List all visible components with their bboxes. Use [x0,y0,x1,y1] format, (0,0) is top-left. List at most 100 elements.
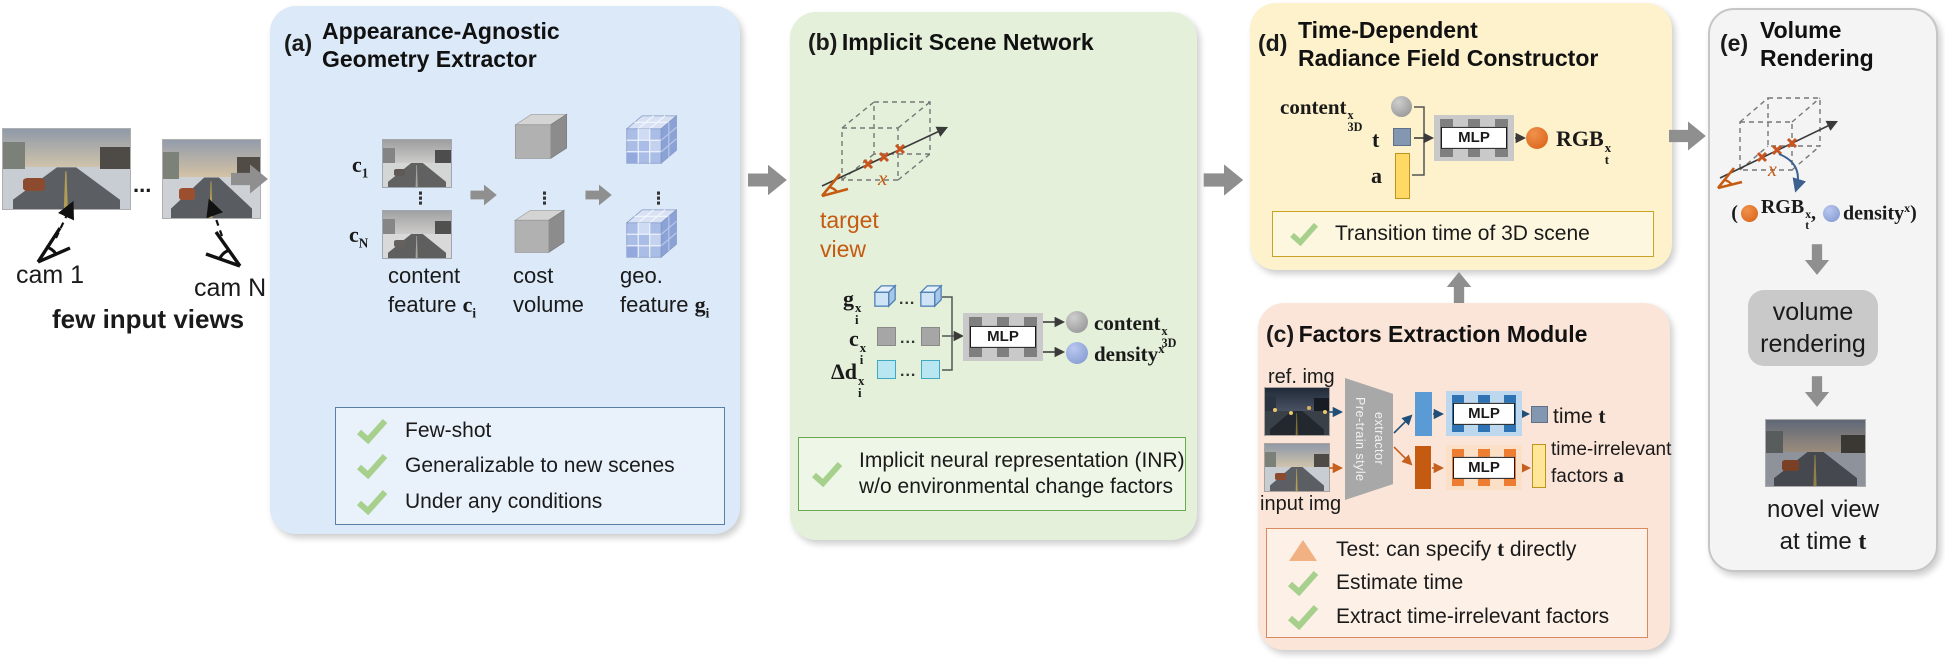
panel-e-tag: (e) [1720,30,1749,56]
ref-image [1265,388,1329,435]
density-label: densityx [1094,342,1165,366]
arrow-b-to-d-icon [1203,162,1245,198]
input-view-image-N [163,140,260,218]
g-cube-icon [873,284,897,308]
ref-img-label: ref. img [1268,366,1335,388]
input-image [1265,444,1329,491]
density-label: densityx [1843,201,1911,225]
x-point-label: x [1767,159,1777,181]
t-input-label: t [1372,127,1380,152]
checklist-item: Implicit neural representation (INR)w/o … [859,448,1185,498]
rgb-dot-icon [1740,205,1758,223]
check-icon [356,489,388,515]
density-dot-icon [1823,205,1840,223]
panel-a-tag: (a) [284,30,313,56]
checklist-item: Extract time-irrelevant factors [1287,604,1647,630]
c-square-icon [921,327,940,346]
arrow-d-to-e-icon [1669,119,1707,153]
few-input-views-caption: few input views [52,304,245,334]
check-icon [1287,570,1319,596]
triangle-icon [1287,537,1319,563]
geo-feature-cube-2 [622,206,682,258]
mlp-module: MLP [963,313,1043,361]
cost-volume-cube-1 [512,112,570,160]
panel-a-checklist: Few-shot Generalizable to new scenes Und… [335,407,725,525]
arrow-cost-to-geo-icon [583,183,615,207]
factors-bar-icon [1532,444,1546,488]
density-dot-icon [1066,342,1088,364]
x-point-label: x [877,166,888,190]
content-feature-image-1 [383,140,451,187]
b-flow-connectors [942,296,1066,371]
t-square-icon [1393,128,1411,146]
time-square-icon [1531,406,1548,423]
cost-volume-cube-2 [512,208,567,254]
arrow-input-to-a-icon [231,162,269,196]
vdots-content: ⋮ [412,189,429,208]
checklist-item: Test: can specify t directly [1287,537,1647,563]
checklist-item: Under any conditions [356,489,724,515]
content-feature-image-N [383,211,451,258]
content-feature-caption: content feature ci [388,263,477,320]
camera-1-icon [36,200,74,264]
c-square-icon [877,327,896,346]
d-square-icon [877,360,896,379]
novel-view-image [1766,420,1865,486]
factors-mlp-module: MLP [1446,445,1522,490]
arrow-c-to-d-icon [1437,271,1481,303]
arrow-down-icon [1803,242,1831,278]
c1-label: c1 [352,152,369,181]
panel-d-tag: (d) [1258,30,1288,56]
input-img-label: input img [1260,493,1342,515]
content-3d-dot-icon [1066,311,1088,333]
c-flow-connectors [1329,406,1532,474]
factors-label: time-irrelevant factors a [1551,439,1672,487]
d-dots: ... [900,363,917,380]
a-input-label: a [1371,163,1382,188]
check-icon [1287,604,1319,630]
geo-feature-caption: geo. feature gi [620,263,710,320]
vdots-cost: ⋮ [536,189,553,208]
factor-code-bar-icon [1415,446,1431,489]
c-dots: ... [900,330,917,347]
panel-b-checklist: Implicit neural representation (INR)w/o … [798,437,1186,511]
checklist-item: Generalizable to new scenes [356,453,724,479]
volume-rendering-cube: x [1716,97,1839,193]
check-icon [356,418,388,444]
mlp-module: MLP [1434,115,1514,161]
panel-c-checklist: Test: can specify t directly Estimate ti… [1266,528,1648,638]
g-dots: ... [899,291,916,308]
time-code-bar-icon [1415,392,1432,436]
arrow-a-to-b-icon [748,162,788,198]
ray-sampling-cube: x [820,101,949,198]
input-views-ellipsis: ... [133,172,152,197]
camN-label: cam N [194,274,267,302]
check-icon [356,453,388,479]
panel-d-checklist: Transition time of 3D scene [1272,211,1654,257]
arrow-content-to-cost-icon [468,183,500,207]
checklist-item: Transition time of 3D scene [1335,222,1590,245]
panel-b-title: (b) Implicit Scene Network [808,29,1094,55]
novel-view-caption: novel view at time t [1766,496,1880,556]
vdots-geo: ⋮ [650,189,667,208]
cN-label: cN [349,222,369,251]
content-3d-dot-icon [1391,96,1412,117]
checklist-item: Few-shot [356,418,724,444]
camera-N-icon [205,198,242,268]
d-square-icon [921,360,940,379]
